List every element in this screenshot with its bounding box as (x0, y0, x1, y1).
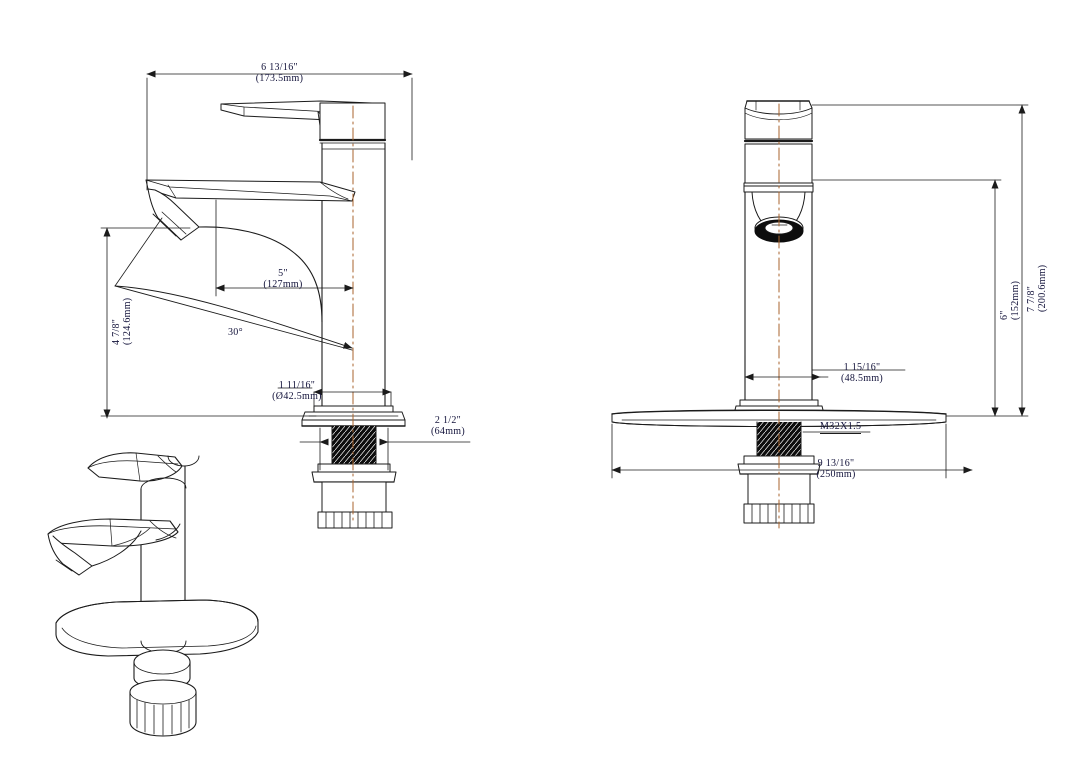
dim-side-overall-width: 6 13/16" (173.5mm) (255, 62, 304, 84)
isometric-geometry (47, 452, 259, 737)
dim-side-spout-angle: 30° (228, 327, 243, 338)
dim-side-spout-reach: 5" (127mm) (263, 268, 303, 290)
dim-side-shank-length: 2 1/2" (64mm) (430, 415, 466, 437)
dim-front-total-height: 7 7/8" (200.6mm) (1026, 264, 1048, 312)
side-elevation-geometry (145, 100, 406, 529)
dim-side-spout-height: 4 7/8" (124.6mm) (111, 297, 133, 345)
side-dimensions (100, 70, 471, 471)
dim-front-body-width: 1 15/16" (48.5mm) (840, 362, 884, 384)
dim-side-base-diameter: 1 11/16" (Ø42.5mm) (272, 380, 322, 402)
dim-front-plate-width: 9 13/16" (250mm) (816, 458, 856, 480)
front-dimensions (611, 104, 1029, 479)
callout-thread-spec: M32X1.5 (820, 421, 862, 434)
dim-front-spout-height: 6" (152mm) (999, 280, 1021, 320)
